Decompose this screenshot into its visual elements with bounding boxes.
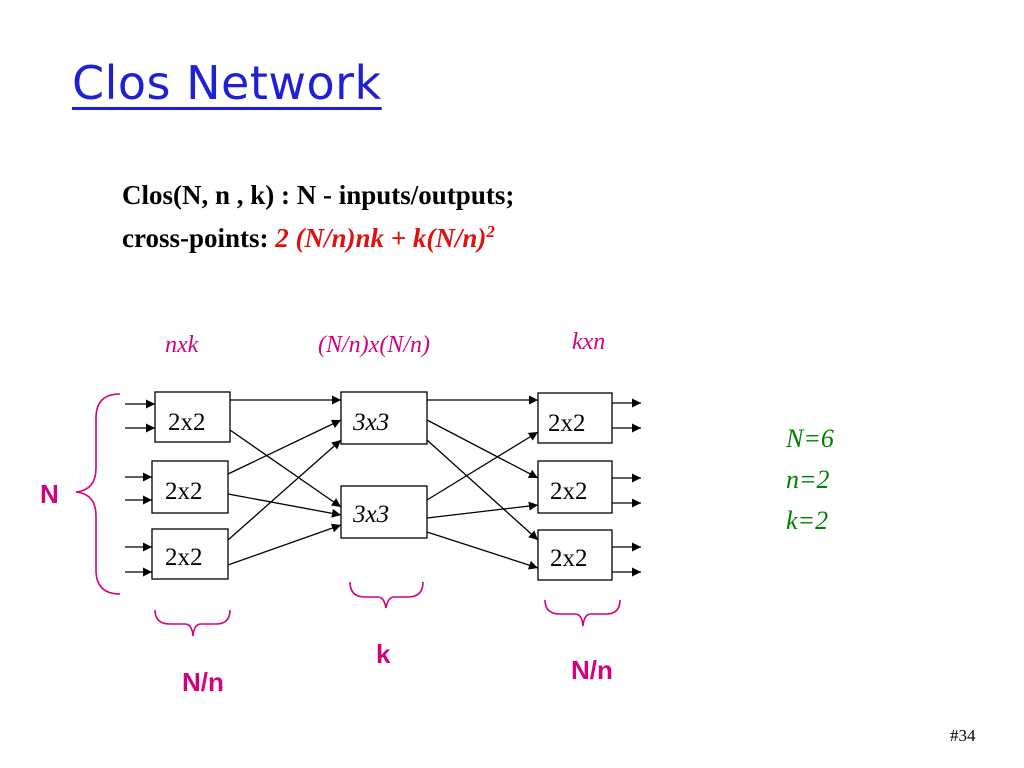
bottom-right-brace <box>544 599 621 627</box>
stage2-switch-2-label: 3x3 <box>352 501 389 528</box>
param-n: n=2 <box>786 465 830 494</box>
formula-prefix: cross-points: <box>122 223 269 253</box>
stage2-switches: 3x3 3x3 <box>340 391 428 539</box>
left-brace-label: N <box>40 479 59 509</box>
bottom-left-brace-label: N/n <box>182 667 224 697</box>
stage2-switch-2 <box>340 485 428 539</box>
input-lines <box>125 399 155 577</box>
stage2-label: (N/n)x(N/n) <box>318 332 430 358</box>
stage3-label: kxn <box>572 329 605 355</box>
cross-points-expression: 2 (N/n)nk + k(N/n)2 <box>275 222 495 253</box>
bottom-middle-brace-label: k <box>376 639 391 669</box>
stage1-switch-2 <box>151 460 229 514</box>
stage1-switch-3-label: 2x2 <box>165 544 203 571</box>
stage3-switch-2 <box>537 460 613 514</box>
formula-line-1: Clos(N, n , k) : N - inputs/outputs; <box>122 180 514 211</box>
slide-title: Clos Network <box>72 56 382 110</box>
stage1-switches: 2x2 2x2 2x2 <box>151 391 231 580</box>
output-lines <box>612 398 641 577</box>
slide-number: #34 <box>950 726 976 745</box>
stage1-label: nxk <box>165 332 199 358</box>
cross-points-exponent: 2 <box>486 222 495 241</box>
stage1-switch-1 <box>154 391 231 443</box>
stage3-switch-3-label: 2x2 <box>550 545 588 572</box>
bottom-middle-brace <box>349 581 424 609</box>
stage3-switch-1-label: 2x2 <box>548 410 586 437</box>
stage2-switch-1 <box>340 391 428 445</box>
param-k: k=2 <box>786 506 828 535</box>
stage1-switch-2-label: 2x2 <box>165 478 203 505</box>
bottom-right-brace-label: N/n <box>571 655 613 685</box>
formula-definition: Clos(N, n , k) : N - inputs/outputs; <box>122 180 515 210</box>
stage1-switch-1-label: 2x2 <box>168 409 206 436</box>
stage3-switch-2-label: 2x2 <box>550 478 588 505</box>
param-N: N=6 <box>785 424 834 453</box>
left-brace <box>75 393 121 595</box>
bottom-left-brace <box>154 609 231 637</box>
stage1-switch-3 <box>151 528 229 580</box>
stage2-to-stage3-links <box>426 395 539 570</box>
stage1-to-stage2-links <box>227 395 342 566</box>
stage3-switch-3 <box>537 529 613 581</box>
stage3-switch-1 <box>537 392 613 444</box>
stage2-switch-1-label: 3x3 <box>352 409 389 436</box>
cross-points-expression-body: 2 (N/n)nk + k(N/n) <box>275 223 487 253</box>
stage3-switches: 2x2 2x2 2x2 <box>537 392 613 581</box>
formula-line-2: cross-points: 2 (N/n)nk + k(N/n)2 <box>122 222 495 254</box>
